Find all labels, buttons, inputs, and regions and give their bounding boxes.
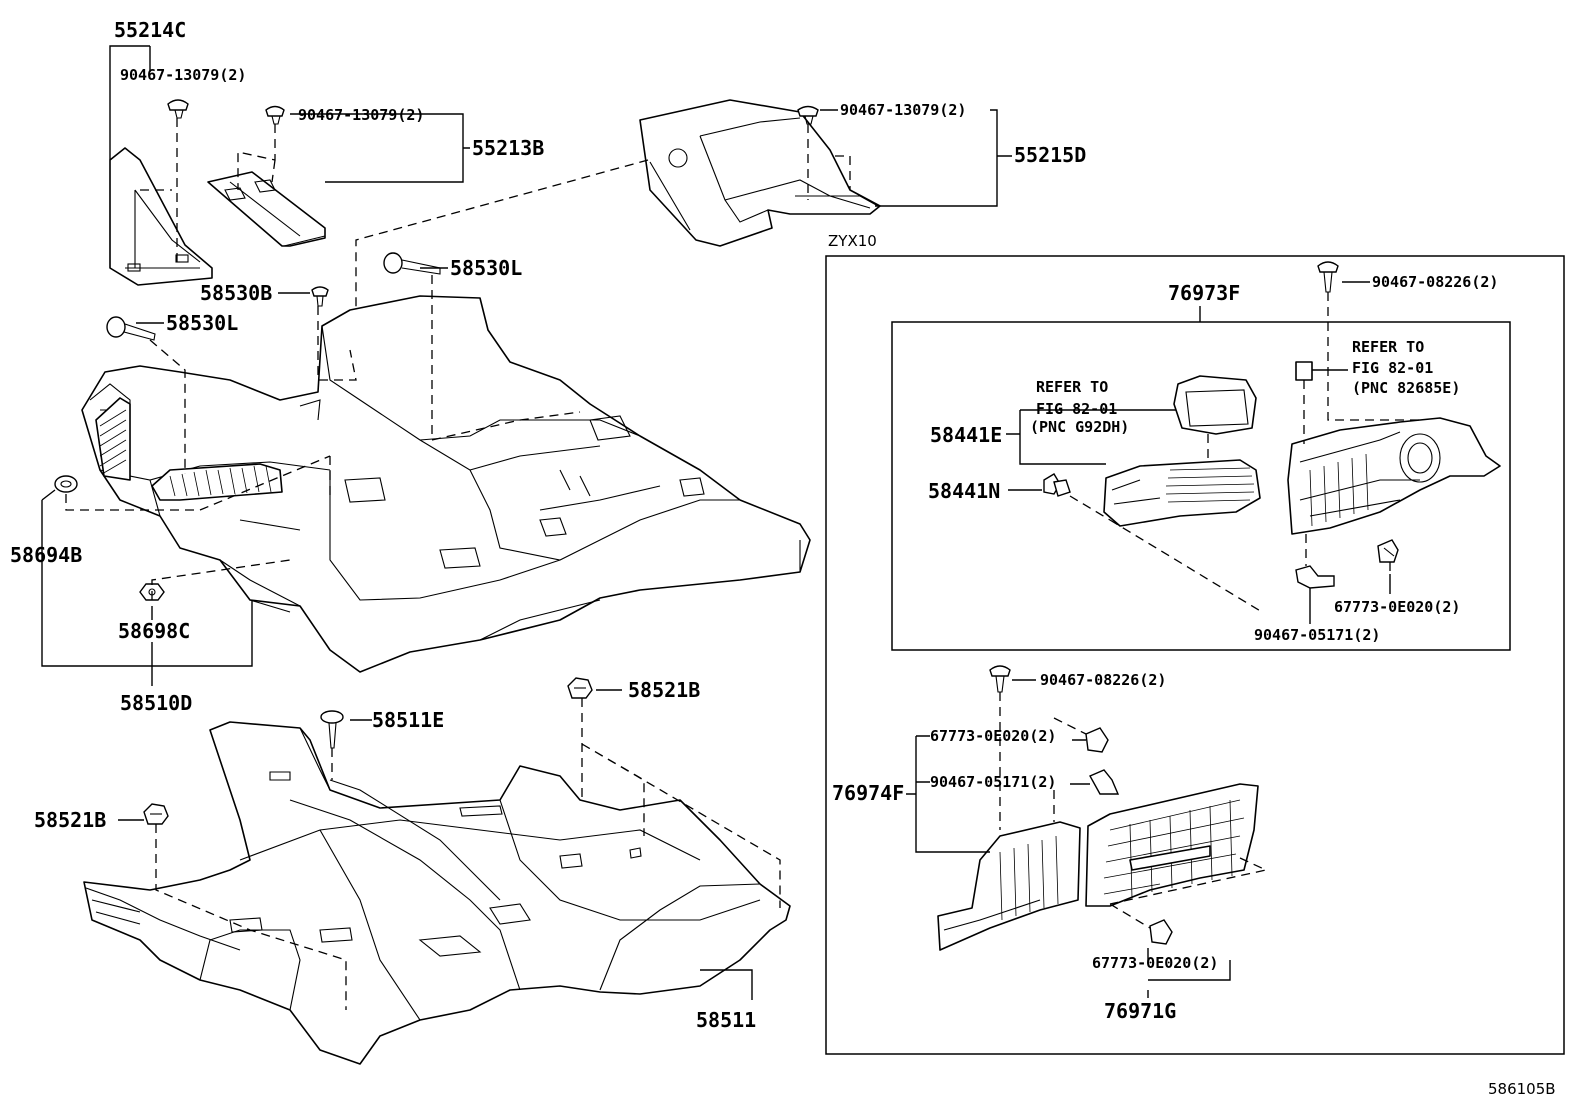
leader-58510d	[41, 489, 253, 686]
part-76974f-drawing	[937, 821, 1081, 951]
dash-58441	[1069, 434, 1263, 613]
label-58694b: 58694B	[10, 543, 82, 567]
fastener-67773-mid	[1085, 727, 1109, 753]
label-zyx10: ZYX10	[828, 232, 877, 250]
dash-55215d	[807, 124, 851, 200]
label-58530b: 58530B	[200, 281, 272, 305]
label-58530l-left: 58530L	[166, 311, 238, 335]
diagram-code: 586105B	[1488, 1080, 1556, 1098]
part-58441e-cover-drawing	[1173, 375, 1257, 435]
label-55214c: 55214C	[114, 18, 186, 42]
label-refer-left-1: REFER TO	[1036, 378, 1108, 396]
fastener-58521b-left	[143, 803, 169, 825]
leader-58441e	[1006, 409, 1176, 465]
fastener-58521b-right	[567, 677, 593, 699]
fastener-55213b	[265, 105, 285, 125]
label-67773-mid: 67773-0E020(2)	[930, 727, 1056, 745]
fastener-76974f-top	[989, 665, 1011, 693]
dash-55214c	[140, 118, 178, 262]
label-58441e: 58441E	[930, 423, 1002, 447]
label-55215d: 55215D	[1014, 143, 1086, 167]
clip-90467-05171-upper	[1295, 565, 1335, 589]
fastener-58511e	[320, 710, 344, 749]
fastener-67773-low	[1149, 919, 1173, 945]
label-58521b-right: 58521B	[628, 678, 700, 702]
leader-76973f-low	[1309, 574, 1391, 624]
dash-link-upper	[355, 159, 649, 310]
label-58698c: 58698C	[118, 619, 190, 643]
label-76971g: 76971G	[1104, 999, 1176, 1023]
leader-55215d	[820, 109, 1012, 207]
part-55215d-drawing	[639, 99, 881, 247]
label-76973f-bolt: 90467-08226(2)	[1372, 273, 1498, 291]
leader-55214c	[109, 45, 151, 160]
box-76973f	[891, 321, 1511, 651]
fastener-58530l-top	[383, 252, 441, 275]
fastener-58694b	[54, 475, 78, 493]
dash-76974f	[999, 692, 1269, 929]
dash-58511	[155, 698, 781, 1010]
part-55213b-drawing	[207, 171, 326, 247]
dash-76973f	[1303, 292, 1420, 574]
leader-58511	[118, 689, 753, 1000]
label-refer-left-3: (PNC G92DH)	[1030, 418, 1129, 436]
label-58530l-top: 58530L	[450, 256, 522, 280]
part-58510d-drawing	[81, 295, 811, 673]
dash-58510d	[65, 275, 581, 600]
label-76974f: 76974F	[832, 781, 904, 805]
leader-76974f	[906, 735, 1231, 998]
label-76974f-bolt: 90467-08226(2)	[1040, 671, 1166, 689]
fastener-55214c	[167, 99, 189, 119]
zyx10-box	[825, 255, 1565, 1055]
label-90467-05171-mid: 90467-05171(2)	[930, 773, 1056, 791]
dash-55213b	[237, 124, 276, 190]
hatch-58510d	[95, 397, 283, 501]
label-58511e: 58511E	[372, 708, 444, 732]
label-55213b: 55213B	[472, 136, 544, 160]
label-55213b-bolt: 90467-13079(2)	[298, 106, 424, 124]
part-55214c-drawing	[109, 147, 213, 286]
fastener-67773-upper	[1377, 539, 1399, 563]
label-58441n: 58441N	[928, 479, 1000, 503]
fastener-58530b	[311, 286, 329, 307]
part-76971g-drawing	[1085, 783, 1259, 907]
part-58441e-drawing	[1103, 459, 1261, 527]
fastener-76973f-top	[1317, 261, 1339, 293]
clip-90467-05171-mid	[1089, 769, 1120, 795]
label-55214c-bolt: 90467-13079(2)	[120, 66, 246, 84]
refer-right-tag	[1295, 361, 1313, 381]
label-58521b-left: 58521B	[34, 808, 106, 832]
label-58510d: 58510D	[120, 691, 192, 715]
label-58511: 58511	[696, 1008, 756, 1032]
label-67773-upper: 67773-0E020(2)	[1334, 598, 1460, 616]
fastener-58530l-left	[106, 316, 156, 341]
part-58511-drawing	[83, 721, 791, 1065]
label-90467-05171-upper: 90467-05171(2)	[1254, 626, 1380, 644]
label-76973f: 76973F	[1168, 281, 1240, 305]
label-refer-left-2: FIG 82-01	[1036, 400, 1117, 418]
label-refer-right-3: (PNC 82685E)	[1352, 379, 1460, 397]
label-67773-low: 67773-0E020(2)	[1092, 954, 1218, 972]
part-82685e-drawing	[1287, 417, 1501, 535]
leader-55213b	[290, 113, 470, 183]
label-refer-right-2: FIG 82-01	[1352, 359, 1433, 377]
fastener-58441n	[1043, 473, 1071, 497]
fastener-55215d	[797, 105, 819, 125]
label-refer-right-1: REFER TO	[1352, 338, 1424, 356]
label-55215d-bolt: 90467-13079(2)	[840, 101, 966, 119]
